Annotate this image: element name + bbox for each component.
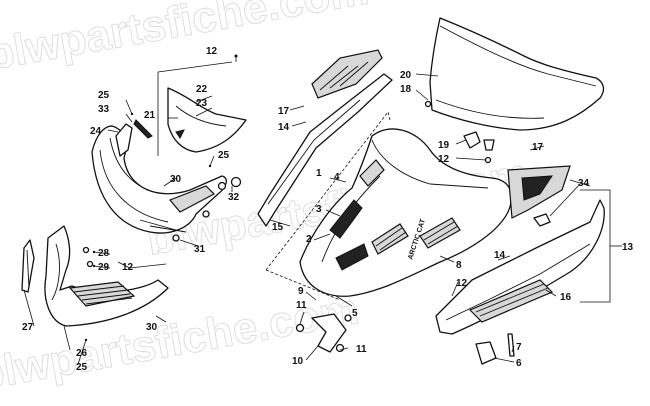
hood-vent-center xyxy=(335,243,369,271)
callout-14-left: 14 xyxy=(278,122,290,133)
callout-6: 6 xyxy=(516,358,522,369)
callout-21: 21 xyxy=(144,110,156,121)
side-panel[interactable] xyxy=(435,199,605,335)
callout-15: 15 xyxy=(272,222,284,233)
callout-1: 1 xyxy=(316,168,322,179)
fastener-30 xyxy=(202,210,210,218)
emblem-screw xyxy=(133,119,153,139)
callout-24: 24 xyxy=(90,126,102,137)
callout-3: 3 xyxy=(316,204,322,215)
hood-vent-far-right xyxy=(419,217,461,249)
lower-vent-mesh xyxy=(68,281,136,307)
clip-6[interactable] xyxy=(475,341,497,365)
callout-23: 23 xyxy=(196,98,208,109)
hood-assembly: ARCTIC CAT xyxy=(257,49,513,361)
side-headlight-lens xyxy=(521,175,553,201)
callout-14-right: 14 xyxy=(494,250,506,261)
callout-12-left: 12 xyxy=(122,262,134,273)
hood-vent-upper xyxy=(359,159,385,187)
callout-18: 18 xyxy=(400,84,412,95)
nose-emblem[interactable] xyxy=(115,123,133,157)
upper-air-intake[interactable] xyxy=(311,49,383,99)
bolt-7 xyxy=(507,333,515,357)
callout-22: 22 xyxy=(196,84,208,95)
callout-28: 28 xyxy=(98,248,110,259)
callouts: 12 25 33 22 21 23 24 25 30 32 31 28 29 1… xyxy=(22,46,634,373)
callout-25-top-left: 25 xyxy=(98,90,110,101)
hood-bracket[interactable] xyxy=(311,313,347,353)
callout-33: 33 xyxy=(98,104,110,115)
hood-side-rail[interactable] xyxy=(257,73,393,227)
nose-bumper[interactable] xyxy=(91,125,228,234)
callout-4: 4 xyxy=(334,172,340,183)
callout-16: 16 xyxy=(560,292,572,303)
callout-12-lower-right: 12 xyxy=(456,278,468,289)
callout-30-bottom: 30 xyxy=(146,322,158,333)
callout-19: 19 xyxy=(438,140,450,151)
callout-12-top-left: 12 xyxy=(206,46,218,57)
nose-assembly xyxy=(21,54,247,365)
callout-10: 10 xyxy=(292,356,304,367)
side-panel-bracket[interactable] xyxy=(533,213,551,227)
callout-11-bottom: 11 xyxy=(356,344,367,355)
windshield-mount-bolt xyxy=(483,139,495,151)
callout-25-bottom: 25 xyxy=(76,362,88,373)
lower-skid-plate[interactable] xyxy=(44,225,169,327)
windshield-assembly xyxy=(415,17,605,164)
callout-7: 7 xyxy=(516,342,522,353)
fastener-31 xyxy=(172,234,180,242)
callout-26: 26 xyxy=(76,348,88,359)
fastener-32a xyxy=(217,181,227,191)
callout-12-right: 12 xyxy=(438,154,450,165)
fastener-11b xyxy=(335,343,345,353)
side-panel-assembly xyxy=(435,145,622,365)
fastener-11a xyxy=(295,323,305,333)
callout-30-mid: 30 xyxy=(170,174,182,185)
callout-17-left: 17 xyxy=(278,106,290,117)
bumper-mount-plate xyxy=(169,185,215,213)
callout-17-right: 17 xyxy=(532,142,544,153)
callout-2: 2 xyxy=(306,234,312,245)
fastener-32b xyxy=(230,176,242,188)
callout-31: 31 xyxy=(194,244,206,255)
windshield-mount-clip[interactable] xyxy=(463,131,481,149)
hood-vent-right xyxy=(371,223,409,255)
callout-34: 34 xyxy=(578,178,590,189)
callout-20: 20 xyxy=(400,70,412,81)
callout-8: 8 xyxy=(456,260,462,271)
callout-25-mid: 25 xyxy=(218,150,230,161)
callout-32: 32 xyxy=(228,192,240,203)
callout-5: 5 xyxy=(352,308,358,319)
fastener-12-right xyxy=(484,156,492,164)
fastener-29 xyxy=(86,260,94,268)
windshield[interactable] xyxy=(429,17,605,131)
fastener-11c xyxy=(344,314,352,322)
windshield-screw-18 xyxy=(424,100,432,108)
fastener-28 xyxy=(82,246,90,254)
callout-29: 29 xyxy=(98,262,110,273)
headlight-bezel[interactable] xyxy=(167,87,247,153)
callout-11-top: 11 xyxy=(296,300,307,311)
callout-13: 13 xyxy=(622,242,634,253)
hood-vent-left xyxy=(329,199,363,239)
detail-box-hood xyxy=(265,111,391,301)
callout-27: 27 xyxy=(22,322,34,333)
callout-9: 9 xyxy=(298,286,304,297)
